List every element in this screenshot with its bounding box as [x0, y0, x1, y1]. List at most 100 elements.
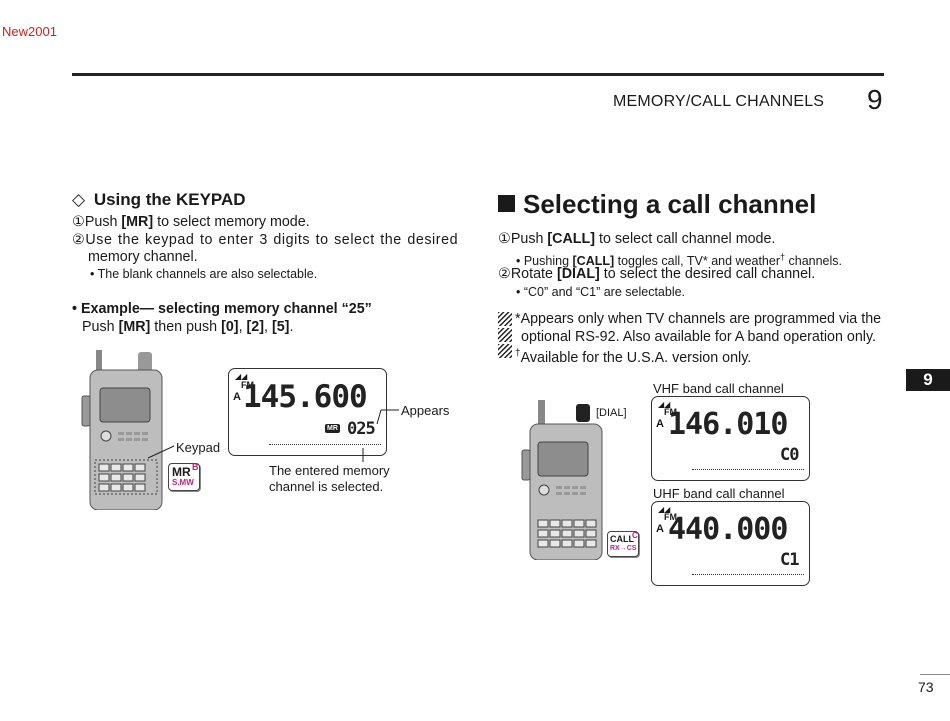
page-number: 73 — [918, 679, 934, 695]
lcd-frequency: 146.010 — [668, 407, 788, 442]
end: . — [289, 319, 294, 335]
lcd-mode: FM — [241, 380, 254, 390]
caption-line: The entered memory — [269, 463, 390, 478]
step-text: to select memory mode. — [153, 214, 310, 230]
dagger: † — [780, 252, 786, 262]
signal-icon: ◢◢ — [658, 400, 671, 409]
call-channel-heading: Selecting a call channel — [498, 189, 816, 220]
lcd-frequency: 440.000 — [668, 512, 788, 547]
dagger: † — [515, 348, 521, 359]
hatch-icon — [498, 328, 512, 342]
top-rule — [72, 73, 884, 76]
key-label: [DIAL] — [556, 266, 600, 282]
lcd-dot-row — [269, 444, 381, 445]
note-text: • Pushing — [516, 254, 573, 269]
corner-label: New2001 — [2, 24, 57, 39]
footnote-text: Available for the U.S.A. version only. — [520, 349, 752, 366]
call-step-1: ①Push [CALL] to select call channel mode… — [498, 230, 775, 248]
keypad-step-2-cont: memory channel. — [88, 249, 198, 265]
hatch-icon — [498, 312, 512, 326]
keypad-step-2-note: • The blank channels are also selectable… — [90, 267, 318, 281]
side-tab: 9 — [906, 369, 950, 391]
lcd-display-memory: ◢◢ FM A 145.600 MR 025 — [228, 368, 387, 456]
key-label: [CALL] — [547, 231, 596, 247]
lcd-channel: 025 — [347, 419, 376, 439]
key-label: [CALL] — [572, 254, 615, 269]
diamond-icon: ◇ — [72, 190, 86, 209]
key-5: [5] — [271, 319, 290, 335]
lcd-mode: FM — [664, 512, 677, 522]
lcd-display-vhf: ◢◢ FM A 146.010 C0 — [651, 396, 810, 481]
footnote-usa: †Available for the U.S.A. version only. — [515, 345, 751, 367]
lcd-band: A — [656, 418, 664, 430]
example-label: • Example— selecting memory channel “25” — [72, 301, 372, 317]
mr-key-super: B — [192, 462, 199, 472]
key-2: [2] — [246, 319, 264, 335]
keypad-heading: ◇ Using the KEYPAD — [72, 190, 246, 210]
signal-icon: ◢◢ — [658, 505, 671, 514]
call-heading-text: Selecting a call channel — [523, 189, 817, 219]
step-text: to select call channel mode. — [595, 231, 776, 247]
sep: , — [264, 319, 272, 335]
step-number: ① — [72, 214, 85, 230]
key-label: [MR] — [121, 214, 154, 230]
note-text: channels. — [785, 254, 842, 269]
page-rule — [920, 674, 950, 675]
call-key: CALL C RX→CS — [607, 531, 639, 557]
keypad-heading-text: Using the KEYPAD — [93, 190, 246, 209]
chapter-title: MEMORY/CALL CHANNELS — [613, 93, 825, 110]
mr-key: MR B S.MW — [168, 462, 200, 491]
hatch-icon — [498, 344, 512, 358]
mr-key-label: MR — [172, 465, 191, 479]
radio-illustration-right — [521, 400, 603, 560]
footnote-tv-cont: optional RS-92. Also available for A ban… — [521, 329, 877, 345]
caption-line: channel is selected. — [269, 479, 384, 494]
step-text: to select the desired call channel. — [599, 266, 816, 282]
lcd-mr-tag: MR — [325, 424, 340, 433]
square-bullet-icon — [498, 195, 515, 212]
call-step-2: ②Rotate [DIAL] to select the desired cal… — [498, 265, 815, 283]
call-key-super: C — [632, 531, 638, 540]
chapter-number: 9 — [867, 84, 883, 115]
callout-lines-left — [362, 409, 399, 462]
key-0: [0] — [221, 319, 239, 335]
callout-keypad: Keypad — [176, 440, 221, 455]
dial-label: [DIAL] — [596, 407, 627, 419]
vhf-label: VHF band call channel — [653, 381, 784, 396]
lcd-band: A — [233, 391, 241, 403]
step-text: Push — [510, 231, 548, 247]
step-text: Push — [84, 214, 122, 230]
step-text: Use the keypad to enter 3 digits to sele… — [85, 232, 459, 248]
footnote-tv: *Appears only when TV channels are progr… — [515, 311, 882, 327]
call-key-sub: RX→CS — [610, 545, 637, 552]
callout-appears: Appears — [401, 403, 450, 418]
lcd-dot-row — [692, 574, 804, 575]
keypad-step-1: ①Push [MR] to select memory mode. — [72, 213, 310, 231]
lcd-channel: C1 — [780, 550, 800, 570]
signal-icon: ◢◢ — [235, 372, 248, 381]
step-number: ② — [498, 266, 511, 282]
call-step-2-note: • “C0” and “C1” are selectable. — [516, 285, 686, 299]
figure-caption-left: The entered memory channel is selected. — [269, 463, 390, 495]
example-text: Push [MR] then push [0], [2], [5]. — [82, 318, 293, 336]
step-text: Rotate — [510, 266, 557, 282]
key-mr: [MR] — [118, 319, 151, 335]
call-step-1-note: • Pushing [CALL] toggles call, TV* and w… — [516, 249, 842, 269]
step-number: ② — [72, 232, 86, 248]
lcd-mode: FM — [664, 407, 677, 417]
note-text: toggles call, TV* and weather — [614, 254, 780, 269]
call-key-label: CALL — [610, 534, 634, 544]
radio-illustration-left — [81, 350, 175, 510]
example-pre: Push — [82, 319, 119, 335]
sep: , — [238, 319, 247, 335]
keypad-step-2: ②Use the keypad to enter 3 digits to sel… — [72, 231, 458, 249]
lcd-display-uhf: ◢◢ FM A 440.000 C1 — [651, 501, 810, 586]
lcd-dot-row — [692, 469, 804, 470]
uhf-label: UHF band call channel — [653, 486, 785, 501]
lcd-frequency: 145.600 — [243, 379, 368, 415]
step-number: ① — [498, 231, 511, 247]
example-mid: then push — [150, 319, 222, 335]
mr-key-sub: S.MW — [172, 478, 194, 487]
lcd-band: A — [656, 523, 664, 535]
lcd-channel: C0 — [780, 445, 800, 465]
